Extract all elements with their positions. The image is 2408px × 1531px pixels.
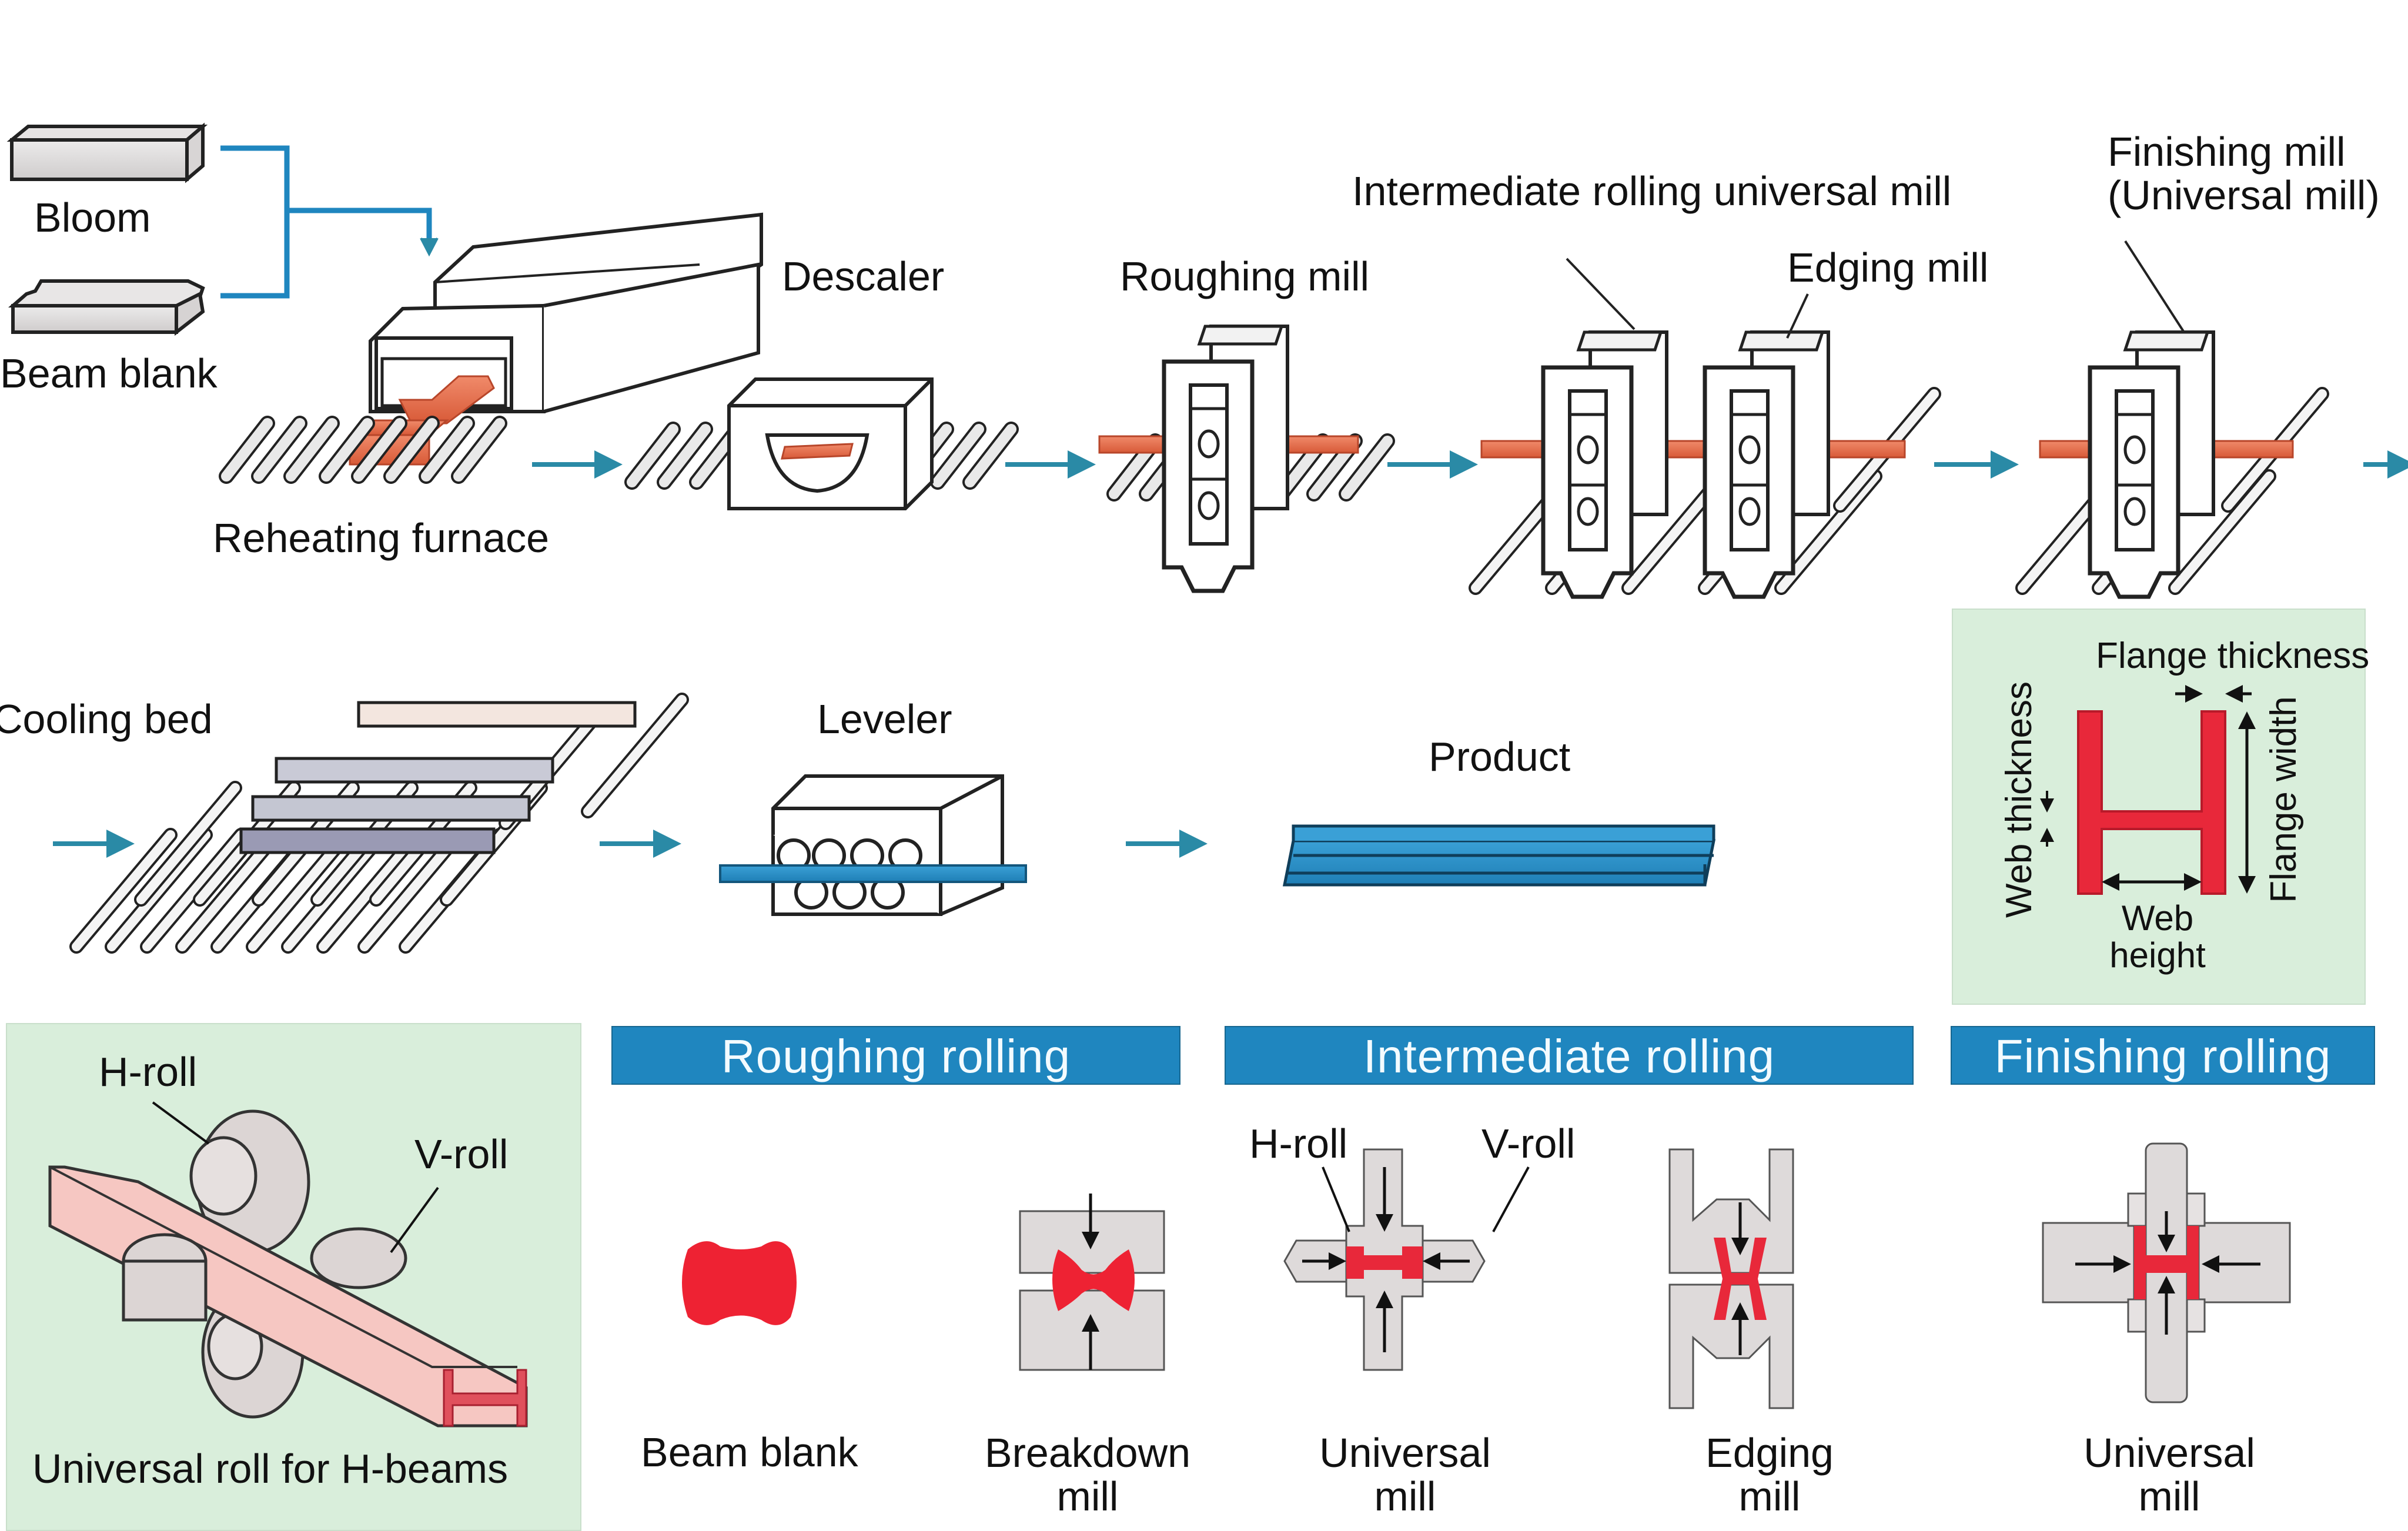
stage-band-finishing: Finishing rolling (1951, 1026, 2375, 1085)
section-universal-mill-finishing (2042, 1142, 2291, 1403)
section-universal-mill-intermediate (1283, 1148, 1530, 1371)
label-section-universal-mill-intermediate: Universal mill (1319, 1430, 1491, 1519)
label-universal-roll-caption: Universal roll for H-beams (32, 1446, 509, 1492)
feed-connector (220, 145, 439, 299)
label-reheating-furnace: Reheating furnace (213, 515, 550, 561)
label-section-h-roll: H-roll (1249, 1121, 1348, 1166)
label-edging-mill: Edging mill (1787, 245, 1989, 290)
beam-blank-block (8, 279, 205, 336)
stage-band-intermediate: Intermediate rolling (1225, 1026, 1914, 1085)
stage-band-roughing: Roughing rolling (611, 1026, 1180, 1085)
product-h-beam-drawing (1282, 824, 1716, 887)
cooling-bed-drawing (76, 700, 682, 947)
label-section-universal-mill-finishing: Universal mill (2083, 1430, 2255, 1519)
label-descaler: Descaler (782, 253, 945, 299)
descaler-drawing (632, 377, 1011, 510)
label-web-height: Web height (2109, 898, 2206, 975)
label-section-beam-blank: Beam blank (641, 1429, 858, 1475)
label-web-thickness: Web thickness (1999, 681, 2039, 918)
label-h-roll: H-roll (99, 1049, 198, 1095)
label-section-v-roll: V-roll (1481, 1121, 1576, 1166)
label-leveler: Leveler (817, 696, 952, 742)
reheating-furnace-drawing (226, 212, 763, 476)
label-bloom: Bloom (34, 195, 151, 240)
finishing-mill-drawing (2022, 240, 2322, 597)
label-finishing-mill: Finishing mill (Universal mill) (2108, 129, 2380, 218)
roughing-mill-drawing (1098, 326, 1387, 591)
label-intermediate-universal-mill: Intermediate rolling universal mill (1352, 168, 1952, 214)
label-flange-thickness: Flange thickness (2096, 636, 2370, 676)
bloom-block (6, 122, 208, 183)
label-product: Product (1429, 734, 1571, 780)
intermediate-and-edging-mills-drawing (1476, 258, 1934, 597)
label-v-roll: V-roll (414, 1131, 509, 1177)
label-cooling-bed: Cooling bed (0, 696, 213, 742)
section-edging-mill (1668, 1148, 1794, 1409)
section-breakdown-mill (1019, 1194, 1165, 1371)
leveler-drawing (719, 774, 1027, 916)
section-beam-blank (682, 1241, 797, 1325)
label-beam-blank: Beam blank (0, 350, 218, 396)
label-flange-width: Flange width (2263, 696, 2304, 903)
label-section-breakdown-mill: Breakdown mill (984, 1430, 1191, 1519)
label-roughing-mill: Roughing mill (1120, 253, 1370, 299)
label-section-edging-mill: Edging mill (1705, 1430, 1834, 1519)
